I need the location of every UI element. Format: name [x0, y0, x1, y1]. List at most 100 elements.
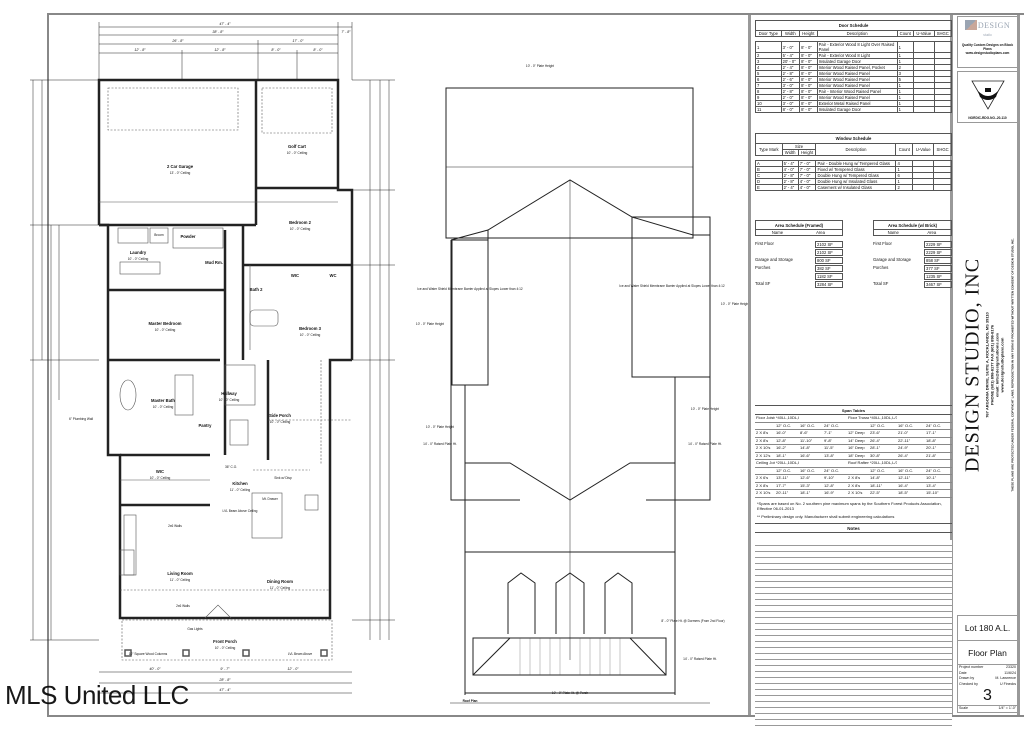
sheet-title: Floor Plan [958, 641, 1017, 665]
span-note-1: *Spans are based on No. 2 southern pine … [757, 500, 942, 511]
floor-and-roof-plan-drawing: 2 Car Garage 13' - 0" Ceiling Golf Cart … [30, 22, 748, 704]
svg-text:47' - 4": 47' - 4" [219, 22, 231, 26]
svg-text:10' - 0" Ceiling: 10' - 0" Ceiling [153, 405, 174, 409]
svg-text:14' - 0" Raised Plate Ht.: 14' - 0" Raised Plate Ht. [423, 442, 457, 446]
svg-text:Laundry: Laundry [130, 250, 147, 255]
svg-text:10' - 0" Ceiling: 10' - 0" Ceiling [150, 476, 171, 480]
svg-text:10' - 0" Plate Height: 10' - 0" Plate Height [416, 322, 444, 326]
svg-text:10' - 0" Ceiling: 10' - 0" Ceiling [219, 398, 240, 402]
svg-text:WIC: WIC [156, 469, 164, 474]
svg-text:14' - 0" Raised Plate Ht.: 14' - 0" Raised Plate Ht. [683, 657, 717, 661]
span-tables-title: Span Tables [755, 405, 952, 415]
svg-text:10' - 0" Plate Height: 10' - 0" Plate Height [526, 64, 554, 68]
span-tables: Span Tables Floor Joists*40LL,10DL,L/360… [755, 405, 952, 533]
logo-mark-icon [964, 20, 977, 30]
svg-text:9' - 7": 9' - 7" [220, 667, 230, 671]
svg-text:Pantry: Pantry [198, 423, 212, 428]
svg-text:Ice and Water Shield Membrane: Ice and Water Shield Membrane Barrier Ap… [619, 284, 725, 288]
svg-text:Golf Cart: Golf Cart [288, 144, 307, 149]
svg-text:LVL Beam Above Ceiling: LVL Beam Above Ceiling [223, 509, 258, 513]
svg-text:10' - 0" Plate Height: 10' - 0" Plate Height [426, 425, 454, 429]
svg-text:Gas Lights: Gas Lights [187, 627, 203, 631]
svg-text:10' - 0" Plate Height: 10' - 0" Plate Height [721, 302, 748, 306]
svg-text:11' - 0" Ceiling: 11' - 0" Ceiling [270, 586, 291, 590]
company-name: DESIGN STUDIO, INC [961, 257, 983, 473]
svg-text:12' - 8": 12' - 8" [134, 48, 146, 52]
svg-text:10' - 0" Ceiling: 10' - 0" Ceiling [128, 257, 149, 261]
window-schedule-title: Window Schedule [755, 133, 952, 144]
svg-text:Front Porch: Front Porch [213, 639, 237, 644]
svg-text:LVL Beam Above: LVL Beam Above [288, 652, 313, 656]
svg-text:10' - 0" Ceiling: 10' - 0" Ceiling [290, 227, 311, 231]
svg-text:Living Room: Living Room [167, 571, 193, 576]
svg-text:38' - 8": 38' - 8" [212, 30, 224, 34]
svg-text:10' - 0" Plate Ht. @ Porch: 10' - 0" Plate Ht. @ Porch [552, 691, 589, 695]
svg-text:Side Porch: Side Porch [269, 413, 291, 418]
svg-text:Mud Rm.: Mud Rm. [205, 260, 223, 265]
company-vertical-block: DESIGN STUDIO, INC 767 ARGONIA DRIVE, SU… [957, 125, 1018, 605]
svg-text:Bedroom 3: Bedroom 3 [299, 326, 322, 331]
svg-text:12' - 0": 12' - 0" [287, 667, 299, 671]
svg-text:13' - 0" Ceiling: 13' - 0" Ceiling [170, 171, 191, 175]
span-grid: Floor Joists*40LL,10DL,L/360Floor Trusse… [755, 415, 952, 498]
svg-text:Dining Room: Dining Room [267, 579, 293, 584]
logo-box: DESIGN studio Quality Custom Designs on … [957, 16, 1018, 68]
svg-text:WC: WC [330, 273, 337, 278]
svg-text:WIC: WIC [291, 273, 299, 278]
svg-text:11' - 0" Ceiling: 11' - 0" Ceiling [170, 578, 191, 582]
svg-text:14' - 0" Raised Plate Ht.: 14' - 0" Raised Plate Ht. [688, 442, 722, 446]
svg-text:Powder: Powder [180, 234, 195, 239]
title-block: DESIGN studio Quality Custom Designs on … [955, 15, 1020, 715]
svg-text:Roof Plan: Roof Plan [463, 699, 478, 703]
svg-text:12' - 8": 12' - 8" [214, 48, 226, 52]
svg-text:10' - 0" Ceiling: 10' - 0" Ceiling [270, 420, 291, 424]
svg-text:2x6 Walls: 2x6 Walls [168, 524, 182, 528]
svg-text:10' - 0" Ceiling: 10' - 0" Ceiling [155, 328, 176, 332]
svg-text:6" Plumbing Wall: 6" Plumbing Wall [69, 417, 93, 421]
nordic-stamp-icon [958, 72, 1017, 116]
svg-text:2x6 Walls: 2x6 Walls [176, 604, 190, 608]
nordic-stamp-box: NORDIC-RDG-NO.-20-110 [957, 71, 1018, 123]
svg-text:36" C.O.: 36" C.O. [225, 465, 237, 469]
svg-text:8' - 0": 8' - 0" [313, 48, 323, 52]
lot-label: Lot 180 A.L. [958, 616, 1017, 641]
svg-text:10' - 0" Ceiling: 10' - 0" Ceiling [300, 333, 321, 337]
svg-text:Bedroom 2: Bedroom 2 [289, 220, 312, 225]
svg-text:10' - 0" Ceiling: 10' - 0" Ceiling [215, 646, 236, 650]
svg-text:10' - 0" Ceiling: 10' - 0" Ceiling [287, 151, 308, 155]
svg-text:Master Bath: Master Bath [151, 398, 175, 403]
notes-title: Notes [755, 522, 952, 533]
svg-text:8' - 0": 8' - 0" [271, 48, 281, 52]
svg-text:Kitchen: Kitchen [232, 481, 248, 486]
svg-text:47' - 4": 47' - 4" [219, 688, 231, 692]
svg-text:10' - 0" Plate Height: 10' - 0" Plate Height [691, 407, 719, 411]
svg-text:26' - 8": 26' - 8" [171, 39, 184, 43]
svg-text:Mt. Drawer: Mt. Drawer [262, 497, 279, 501]
sheet-number: 3 [983, 687, 992, 704]
mls-watermark: MLS United LLC [5, 680, 189, 710]
room-label-garage: 2 Car Garage [167, 164, 194, 169]
door-schedule-table: Door Schedule Door Type Width Height Des… [755, 20, 953, 113]
svg-text:7' - 8": 7' - 8" [341, 30, 351, 34]
span-note-2: ** Preliminary design only. Manufacturer… [757, 513, 895, 519]
notes-lines [755, 540, 952, 730]
svg-text:40' - 0": 40' - 0" [149, 667, 161, 671]
svg-text:8' - 0" Plate Ht. @ Dormers (F: 8' - 0" Plate Ht. @ Dormers (From 2nd Fl… [661, 619, 724, 623]
schedules-panel: Door Schedule Door Type Width Height Des… [748, 15, 953, 730]
svg-text:11' - 0" Ceiling: 11' - 0" Ceiling [230, 488, 251, 492]
design-studio-logo: DESIGN [958, 17, 1017, 33]
svg-text:10" Square Wood Columns: 10" Square Wood Columns [129, 652, 168, 656]
svg-text:Broom: Broom [154, 233, 164, 237]
svg-text:Bath 2: Bath 2 [250, 287, 263, 292]
door-schedule-title: Door Schedule [755, 20, 952, 31]
svg-text:28' - 8": 28' - 8" [218, 678, 231, 682]
